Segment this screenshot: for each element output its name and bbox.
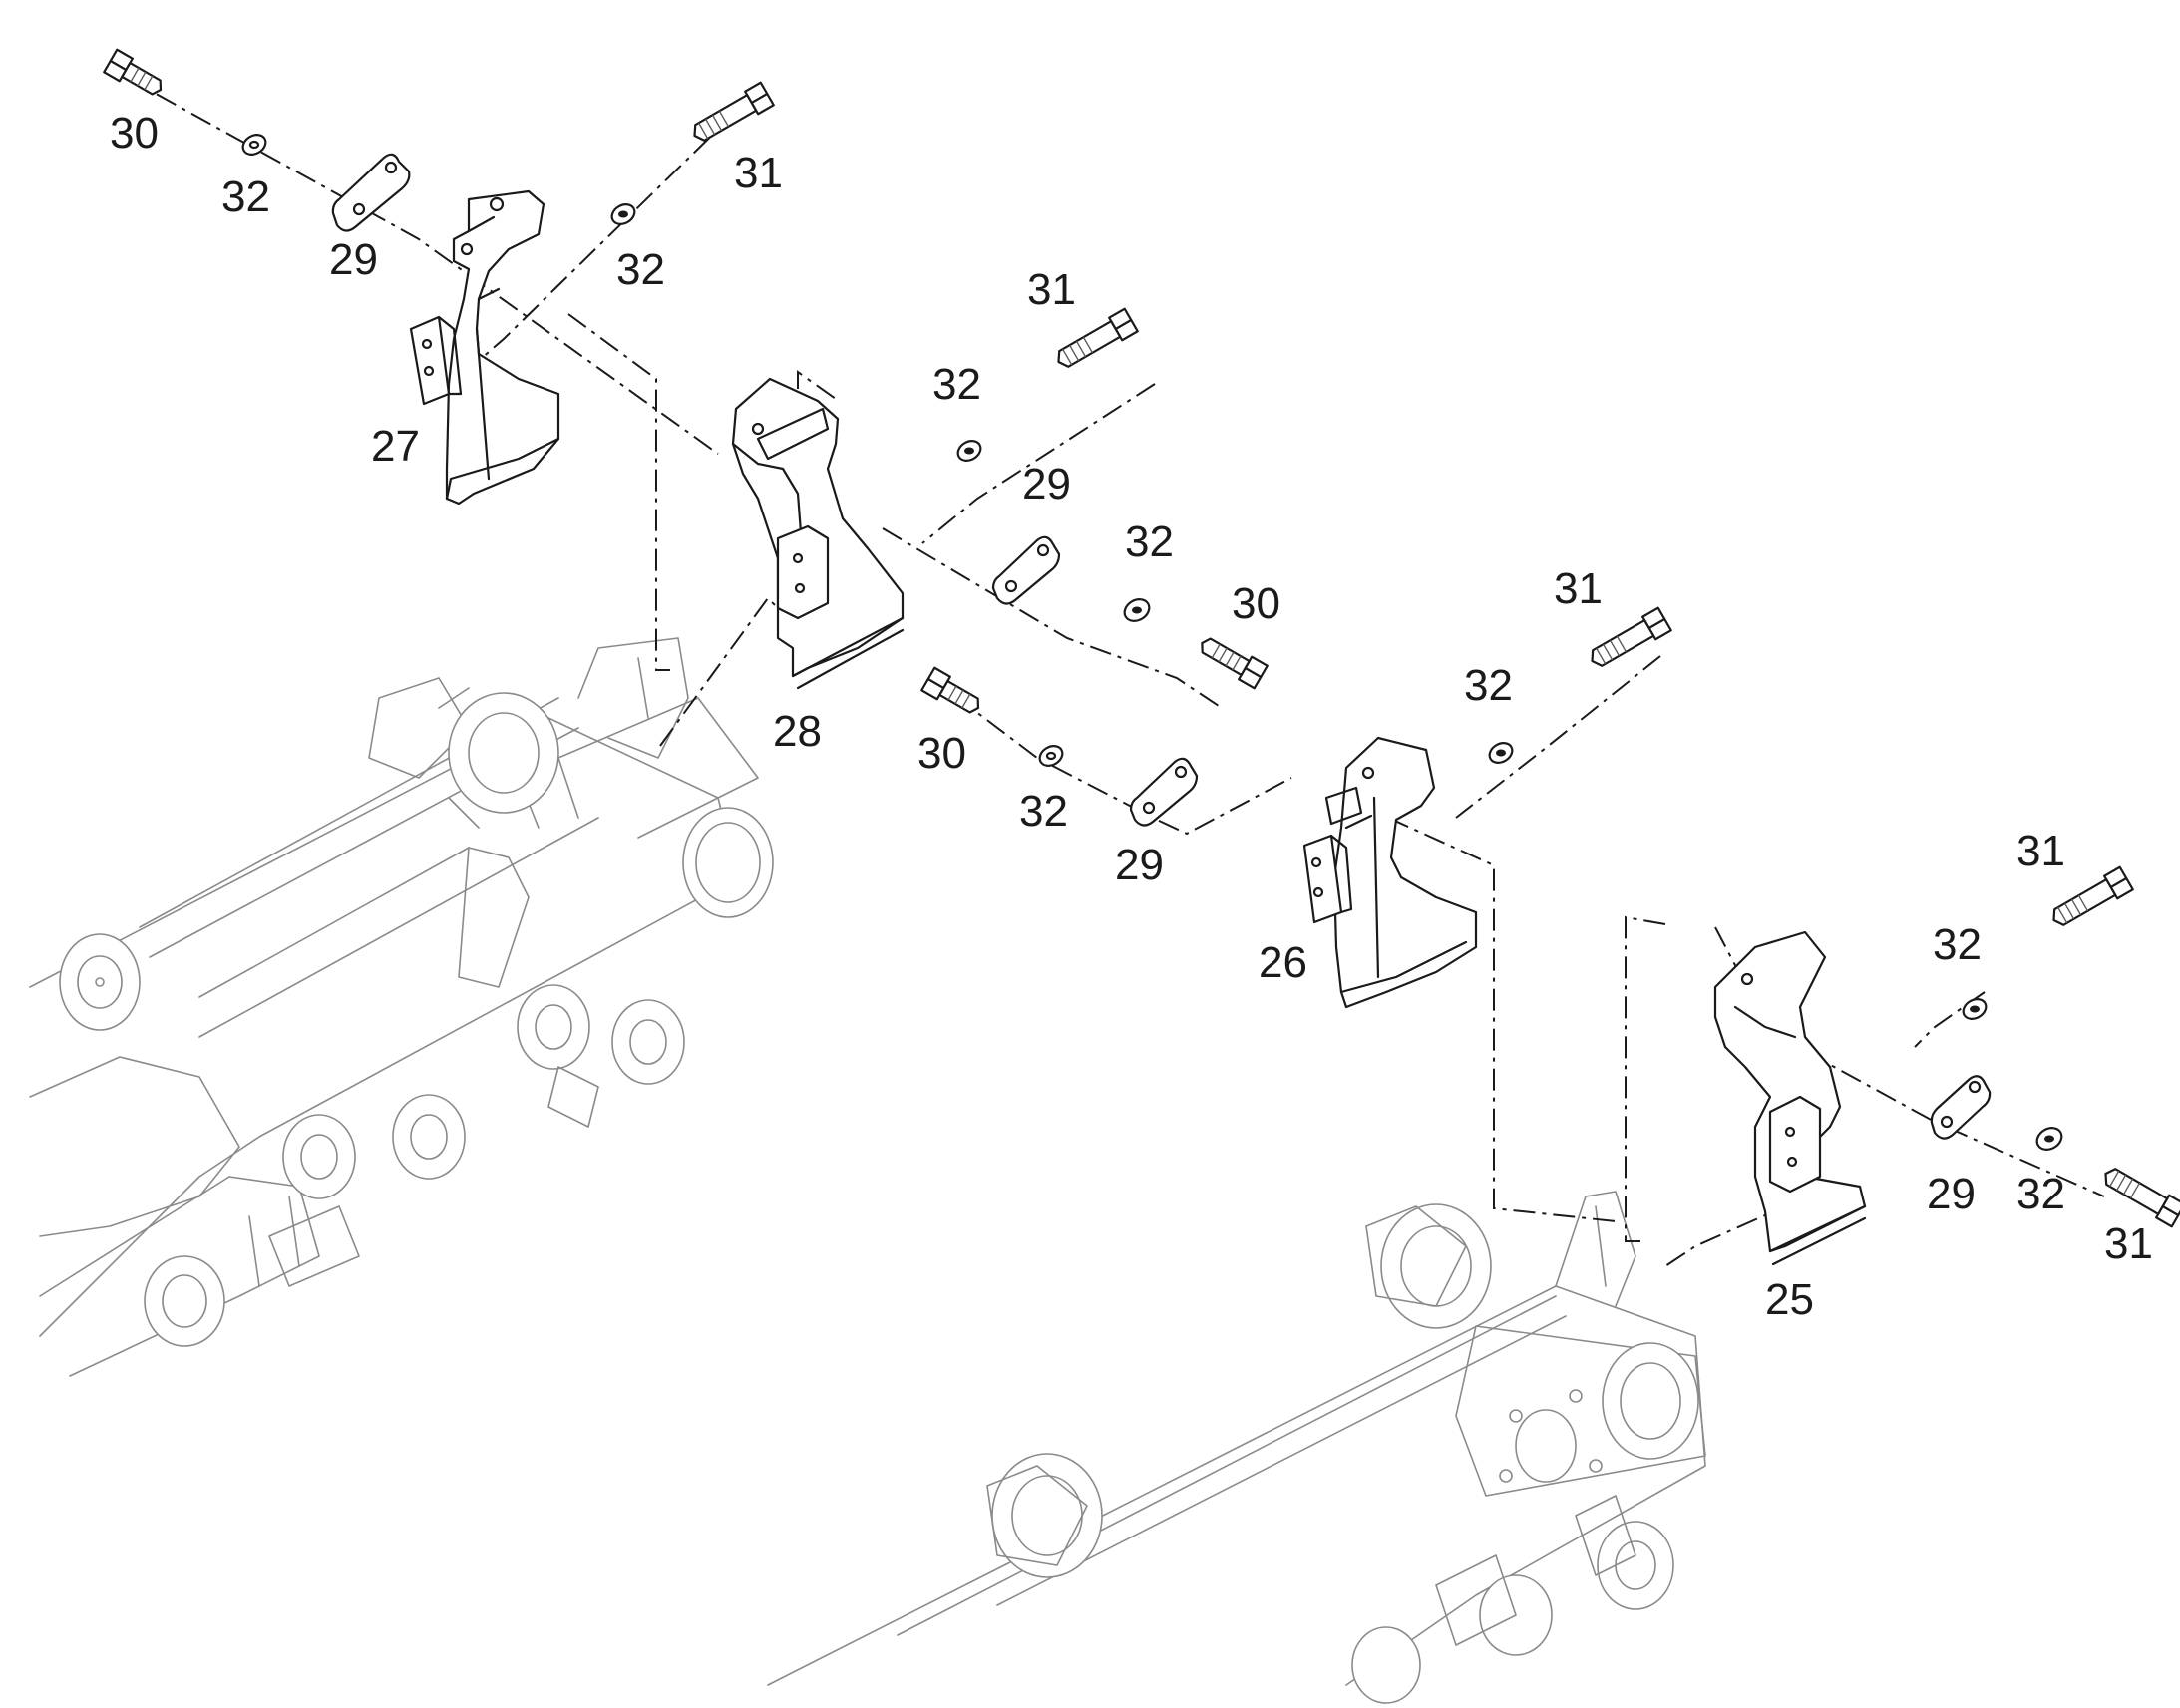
- link-plate-29-b: [991, 535, 1061, 605]
- bolt-31-c: [1591, 606, 1672, 667]
- callout-32: 32: [1464, 661, 1513, 710]
- left-track-frame: [29, 637, 774, 1377]
- washer-32-f: [1488, 742, 1514, 764]
- part-callouts: 30 32 29 31 32 27 31 32 29 32 30 28 30 3…: [110, 109, 2153, 1324]
- callout-32: 32: [616, 245, 665, 294]
- callout-30: 30: [917, 729, 966, 778]
- callout-32: 32: [1125, 517, 1174, 566]
- bolt-31-d: [2052, 865, 2134, 926]
- bracket-26: [1302, 736, 1478, 1009]
- callout-32: 32: [221, 172, 270, 221]
- callout-32: 32: [1933, 920, 1982, 969]
- washer-32-c: [956, 440, 982, 462]
- callout-30: 30: [1232, 579, 1280, 628]
- callout-27: 27: [371, 422, 420, 471]
- bracket-27: [409, 189, 560, 506]
- callout-31: 31: [2016, 827, 2065, 875]
- washer-32-a: [241, 134, 267, 156]
- callout-29: 29: [1115, 841, 1164, 889]
- bolt-30-b: [1201, 637, 1269, 690]
- link-plate-29-d: [1930, 1075, 1992, 1140]
- callout-29: 29: [329, 235, 378, 284]
- bolt-31-e: [2104, 1168, 2180, 1228]
- bolt-31-b: [1057, 307, 1139, 368]
- bolt-30-a: [103, 48, 163, 96]
- callout-32: 32: [1019, 787, 1068, 836]
- callout-31: 31: [1554, 564, 1603, 613]
- washer-32-b: [610, 203, 636, 225]
- callout-29: 29: [1022, 460, 1071, 509]
- callout-32: 32: [932, 360, 981, 409]
- washer-32-d: [1123, 598, 1151, 622]
- bracket-28: [731, 377, 905, 690]
- link-plate-29-c: [1129, 757, 1199, 827]
- washer-32-g: [1962, 998, 1988, 1020]
- link-plate-29-a: [331, 153, 411, 232]
- washer-32-h: [2035, 1127, 2063, 1151]
- callout-26: 26: [1259, 938, 1307, 987]
- callout-25: 25: [1765, 1275, 1814, 1324]
- callout-31: 31: [734, 149, 783, 197]
- callout-28: 28: [773, 707, 822, 756]
- bolt-30-c: [920, 666, 980, 714]
- callout-29: 29: [1927, 1170, 1976, 1218]
- washer-32-e: [1038, 745, 1064, 767]
- callout-32: 32: [2016, 1170, 2065, 1218]
- callout-31: 31: [1027, 265, 1076, 314]
- bolt-31-a: [693, 81, 775, 142]
- right-track-frame: [767, 1191, 1706, 1704]
- bracket-25: [1713, 930, 1867, 1266]
- callout-31: 31: [2104, 1219, 2153, 1268]
- callout-30: 30: [110, 109, 159, 158]
